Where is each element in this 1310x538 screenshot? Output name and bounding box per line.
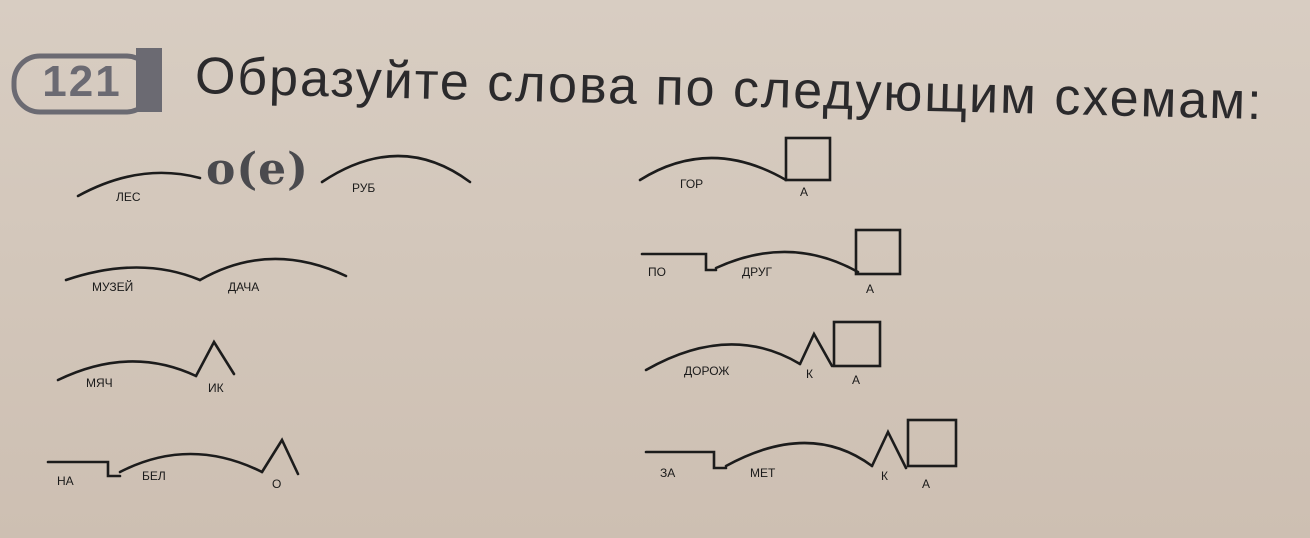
scheme1-root1-label: ЛЕС xyxy=(116,190,141,204)
scheme5-root-arc xyxy=(638,156,788,182)
scheme3-suffix-label: ИК xyxy=(208,381,224,395)
connecting-vowel: о(е) xyxy=(206,144,309,195)
scheme6-prefix-label: ПО xyxy=(648,265,666,279)
scheme6-ending-box xyxy=(854,228,902,276)
scheme1-root2-arc xyxy=(320,154,472,184)
scheme7-suffix-mark xyxy=(798,331,834,368)
scheme6-prefix-mark xyxy=(640,252,718,272)
scheme4-suffix-mark xyxy=(260,437,300,476)
scheme5-ending-label: А xyxy=(800,185,809,199)
scheme4-prefix-mark xyxy=(46,460,122,478)
scheme6-root-arc xyxy=(714,250,860,274)
scheme4-root-label: БЕЛ xyxy=(142,469,166,483)
scheme2-root1-arc xyxy=(64,266,202,282)
scheme5-ending-box xyxy=(784,136,832,182)
scheme1-root2-label: РУБ xyxy=(352,181,376,195)
exercise-number-badge xyxy=(11,48,162,115)
scheme8-root-label: МЕТ xyxy=(750,466,776,480)
scheme8-suffix-label: К xyxy=(881,469,888,483)
scheme4-prefix-label: НА xyxy=(57,474,74,488)
scheme8-prefix-mark xyxy=(644,450,728,470)
scheme8-suffix-mark xyxy=(870,429,908,470)
exercise-number: 121 xyxy=(42,57,122,106)
scheme2-root1-label: МУЗЕЙ xyxy=(92,280,134,294)
scheme4-root-arc xyxy=(118,452,264,474)
scheme7-suffix-label: К xyxy=(806,367,813,381)
scheme7-root-label: ДОРОЖ xyxy=(684,364,730,378)
scheme3-root-label: МЯЧ xyxy=(86,376,113,390)
scheme8-ending-box xyxy=(906,418,958,468)
scheme6-ending-label: А xyxy=(866,282,875,296)
scheme6-root-label: ДРУГ xyxy=(742,265,772,279)
scheme7-root-arc xyxy=(644,343,802,372)
scheme2-root2-arc xyxy=(198,257,348,282)
scheme4-suffix-label: О xyxy=(272,477,282,491)
scheme7-ending-label: А xyxy=(852,373,861,387)
scheme2-root2-label: ДАЧА xyxy=(228,280,260,294)
scheme8-ending-label: А xyxy=(922,477,931,491)
scheme7-ending-box xyxy=(832,320,882,368)
scheme3-root-arc xyxy=(56,360,198,382)
scheme5-root-label: ГОР xyxy=(680,177,704,191)
scheme1-root1-arc xyxy=(76,171,202,198)
scheme8-root-arc xyxy=(724,441,874,468)
scheme3-suffix-mark xyxy=(194,339,236,378)
scheme8-prefix-label: ЗА xyxy=(660,466,676,480)
